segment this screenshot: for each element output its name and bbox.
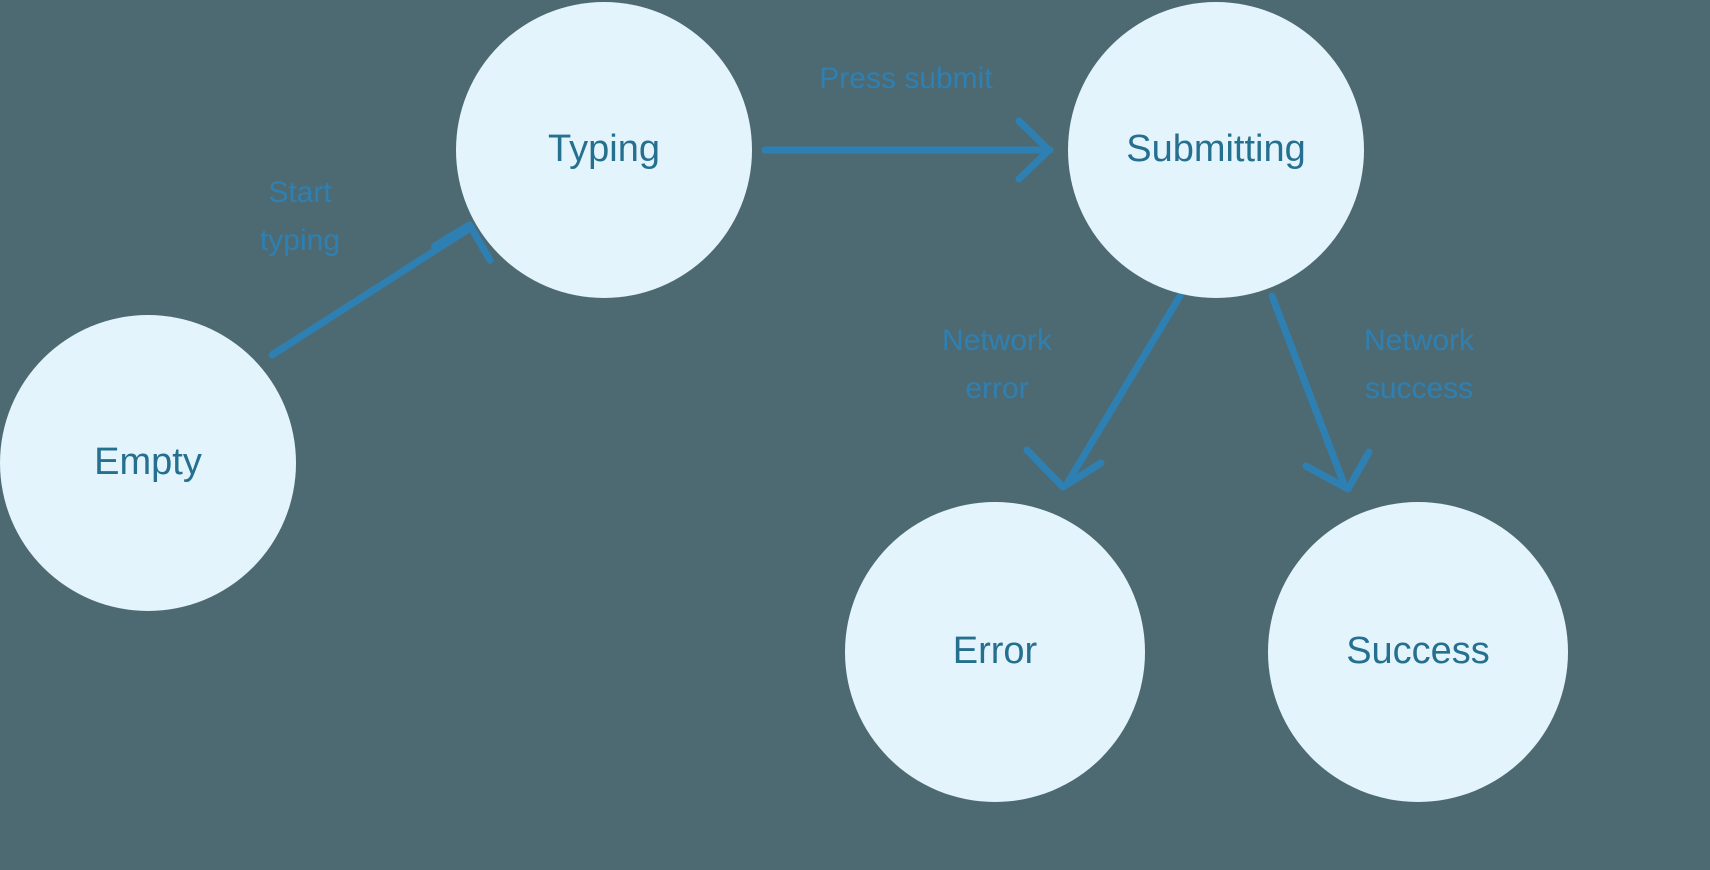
node-label-submitting: Submitting	[1126, 128, 1306, 170]
node-circle-error[interactable]	[845, 502, 1145, 802]
node-label-empty: Empty	[94, 441, 202, 483]
node-label-error: Error	[953, 630, 1038, 672]
edge-line-empty-to-typing	[268, 226, 471, 359]
edge-submitting-to-error: Network error	[942, 292, 1184, 491]
edge-typing-to-submitting: Press submit	[761, 62, 1054, 183]
node-circle-success[interactable]	[1268, 502, 1568, 802]
arrowhead-submitting-to-error	[1023, 446, 1105, 491]
node-circle-submitting[interactable]	[1068, 2, 1364, 298]
node-typing[interactable]: Typing	[456, 2, 752, 298]
edge-empty-to-typing: Start typing	[260, 176, 494, 359]
edge-label-empty-to-typing-line1: Start	[268, 176, 332, 209]
edge-line-submitting-to-success	[1268, 292, 1348, 488]
node-submitting[interactable]: Submitting	[1068, 2, 1364, 298]
edge-label-typing-to-submitting: Press submit	[819, 62, 993, 95]
node-label-typing: Typing	[548, 128, 660, 170]
edge-label-empty-to-typing-line2: typing	[260, 224, 340, 257]
arrowhead-empty-to-typing	[431, 221, 494, 264]
edge-label-submitting-to-error-line1: Network	[942, 324, 1053, 357]
node-success[interactable]: Success	[1268, 502, 1568, 802]
arrowhead-typing-to-submitting	[1015, 117, 1053, 183]
node-empty[interactable]: Empty	[0, 315, 296, 611]
edge-label-submitting-to-success-line2: success	[1365, 372, 1473, 405]
node-circle-typing[interactable]	[456, 2, 752, 298]
arrowhead-submitting-to-success	[1302, 448, 1373, 493]
edge-label-submitting-to-success-line1: Network	[1364, 324, 1475, 357]
node-label-success: Success	[1346, 630, 1490, 672]
node-error[interactable]: Error	[845, 502, 1145, 802]
edge-submitting-to-success: Network success	[1268, 292, 1475, 493]
edge-line-submitting-to-error	[1064, 292, 1184, 486]
edge-label-submitting-to-error-line2: error	[965, 372, 1028, 405]
node-circle-empty[interactable]	[0, 315, 296, 611]
